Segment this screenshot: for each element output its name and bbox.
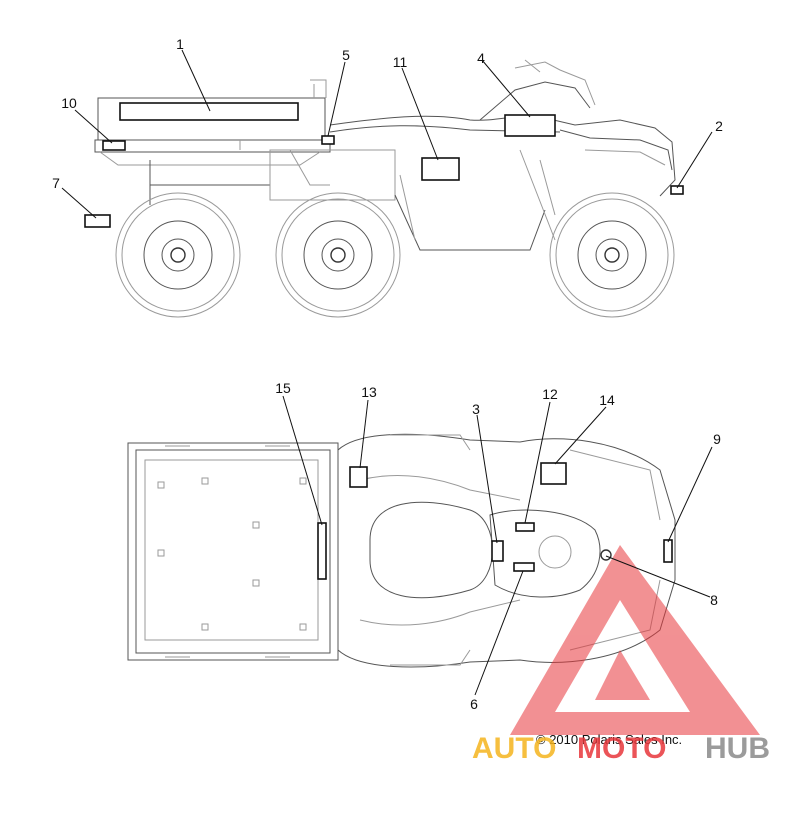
decal-14 (540, 462, 567, 485)
callout-5: 5 (342, 47, 350, 63)
watermark-wordmark: AUTO MOTO HUB (472, 732, 770, 765)
rear-wheel-2-side (275, 192, 401, 318)
callout-4: 4 (477, 50, 485, 66)
callout-14: 14 (599, 392, 615, 408)
rear-wheel-1-side (115, 192, 241, 318)
callout-labels: 1 2 3 4 5 6 7 8 9 10 11 12 13 14 15 (52, 36, 723, 712)
callout-6: 6 (470, 696, 478, 712)
callout-15: 15 (275, 380, 291, 396)
decal-4 (504, 114, 556, 137)
callout-10: 10 (61, 95, 77, 111)
leader-lines (61, 49, 713, 696)
watermark-hub: HUB (705, 732, 770, 765)
callout-1: 1 (176, 36, 184, 52)
watermark-inner-triangle (595, 650, 650, 700)
decal-12 (515, 522, 535, 532)
decal-10 (102, 140, 126, 151)
decal-13 (349, 466, 368, 488)
decal-9 (663, 539, 673, 563)
cargo-box-top (127, 442, 339, 661)
decal-2 (670, 185, 684, 195)
watermark-auto: AUTO (472, 732, 556, 765)
cargo-tie-downs (157, 477, 307, 631)
side-view (84, 59, 684, 318)
atv-body-side (149, 59, 676, 251)
callout-9: 9 (713, 431, 721, 447)
decal-15 (317, 522, 327, 580)
callout-12: 12 (542, 386, 558, 402)
decal-3 (491, 540, 504, 562)
decal-7 (84, 214, 111, 228)
decal-6 (513, 562, 535, 572)
callout-13: 13 (361, 384, 377, 400)
callout-7: 7 (52, 175, 60, 191)
watermark-moto: MOTO (577, 732, 666, 765)
front-wheel-side (549, 192, 675, 318)
cargo-box-side (94, 79, 331, 166)
callout-3: 3 (472, 401, 480, 417)
atv-body-top (337, 433, 676, 668)
watermark-triangle (510, 545, 760, 735)
top-view (127, 433, 676, 668)
watermark (510, 545, 760, 735)
decal-1 (119, 102, 299, 121)
callout-2: 2 (715, 118, 723, 134)
callout-11: 11 (393, 54, 408, 70)
copyright-text: © 2010 Polaris Sales Inc. (536, 732, 682, 747)
decal-11 (421, 157, 460, 181)
callout-8: 8 (710, 592, 718, 608)
decal-5 (321, 135, 335, 145)
